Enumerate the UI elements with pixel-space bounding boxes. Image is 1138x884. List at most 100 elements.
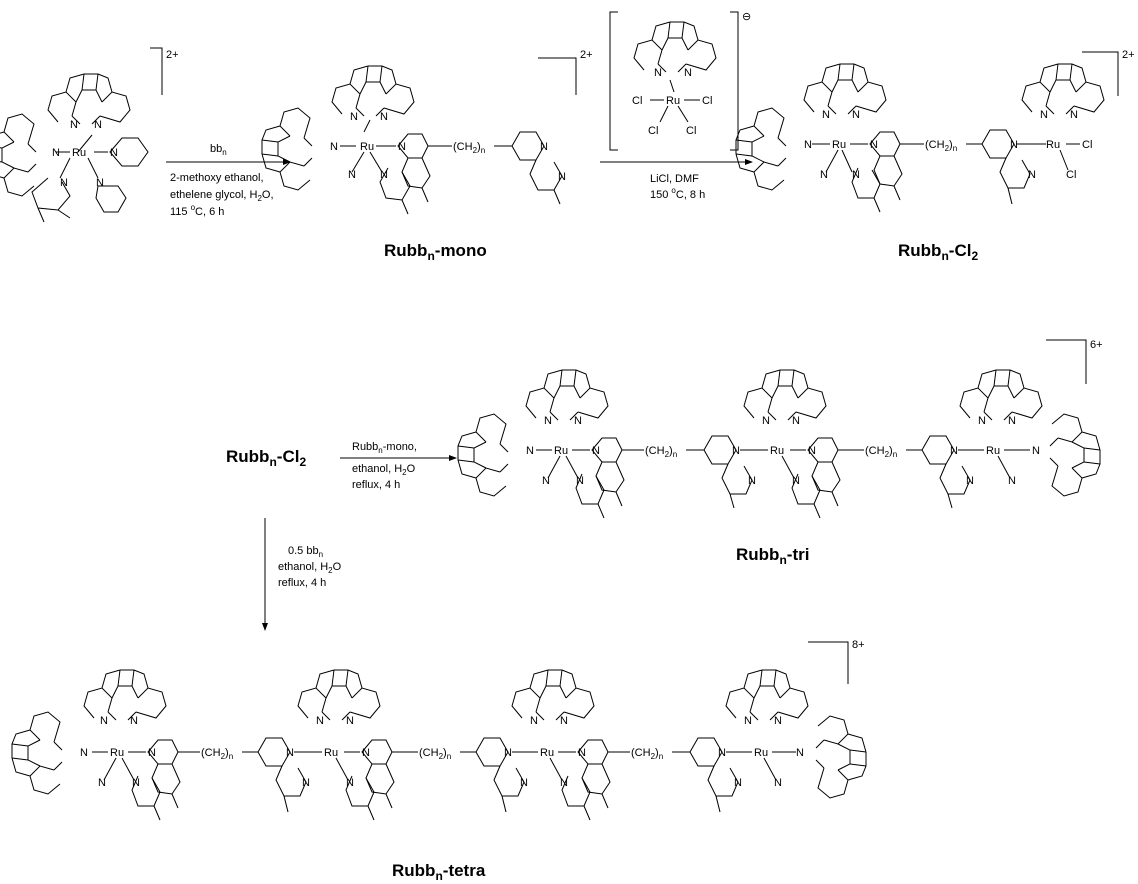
compound-name-tetra: Rubbn-tetra	[392, 861, 486, 883]
charge-label: ⊖	[742, 11, 751, 23]
n-atom: N	[852, 169, 860, 181]
svg-text:N: N	[808, 445, 816, 457]
n-atom: N	[1070, 109, 1078, 121]
svg-text:(CH2)n: (CH2)n	[645, 445, 677, 459]
linker-label: (CH2)n	[453, 141, 485, 155]
svg-text:ethanol, H2O: ethanol, H2O	[352, 463, 416, 477]
n-atom: N	[380, 111, 388, 123]
svg-text:N: N	[774, 777, 782, 789]
svg-text:Ru: Ru	[554, 445, 568, 457]
cl-atom: Cl	[648, 125, 658, 137]
svg-text:(CH2)n: (CH2)n	[631, 747, 663, 761]
n-atom: N	[110, 147, 118, 159]
tri-complex: Ru N N N N N N (CH2)n Ru N N N N N N (CH…	[457, 339, 1103, 567]
svg-text:(CH2)n: (CH2)n	[201, 747, 233, 761]
svg-text:N: N	[520, 777, 528, 789]
ru-atom: Ru	[72, 147, 86, 159]
svg-text:Ru: Ru	[754, 747, 768, 759]
svg-text:N: N	[346, 777, 354, 789]
svg-text:Ru: Ru	[770, 445, 784, 457]
n-atom: N	[330, 141, 338, 153]
svg-text:N: N	[80, 747, 88, 759]
svg-text:N: N	[718, 747, 726, 759]
svg-text:N: N	[560, 715, 568, 727]
svg-text:Ru: Ru	[110, 747, 124, 759]
svg-text:Rubbn-mono,: Rubbn-mono,	[352, 441, 417, 455]
ru-atom: Ru	[666, 95, 680, 107]
n-atom: N	[820, 169, 828, 181]
n-atom: N	[398, 141, 406, 153]
svg-text:N: N	[504, 747, 512, 759]
svg-text:N: N	[132, 777, 140, 789]
reaction-arrow-3: Rubbn-mono, ethanol, H2O reflux, 4 h	[340, 441, 457, 491]
reaction-arrow-1: bbn 2-methoxy ethanol, ethelene glycol, …	[166, 143, 291, 218]
svg-text:0.5 bbn: 0.5 bbn	[288, 545, 323, 559]
svg-text:N: N	[744, 715, 752, 727]
n-atom: N	[654, 67, 662, 79]
condition-text: 2-methoxy ethanol,	[170, 172, 264, 184]
svg-text:reflux, 4 h: reflux, 4 h	[278, 577, 326, 589]
svg-text:Ru: Ru	[986, 445, 1000, 457]
ru-atom: Ru	[832, 139, 846, 151]
svg-text:N: N	[978, 415, 986, 427]
compound-name-mono: Rubbn-mono	[384, 241, 487, 263]
n-atom: N	[70, 119, 78, 131]
svg-text:N: N	[526, 445, 534, 457]
n-atom: N	[348, 169, 356, 181]
n-atom: N	[870, 139, 878, 151]
svg-text:N: N	[1008, 475, 1016, 487]
svg-text:N: N	[130, 715, 138, 727]
compound-name-cl2: Rubbn-Cl2	[898, 241, 978, 263]
svg-text:N: N	[98, 777, 106, 789]
svg-text:N: N	[560, 777, 568, 789]
charge-label: 2+	[1122, 49, 1135, 61]
svg-text:N: N	[542, 475, 550, 487]
compound-name-cl2-start: Rubbn-Cl2	[226, 447, 306, 469]
svg-text:N: N	[792, 475, 800, 487]
condition-text: bbn	[210, 143, 227, 157]
charge-label: 2+	[580, 49, 593, 61]
n-atom: N	[350, 111, 358, 123]
charge-label: 2+	[166, 49, 179, 61]
svg-text:(CH2)n: (CH2)n	[419, 747, 451, 761]
cl-atom: Cl	[1066, 169, 1076, 181]
condition-text: ethelene glycol, H2O,	[170, 189, 274, 203]
n-atom: N	[558, 171, 566, 183]
n-atom: N	[96, 177, 104, 189]
cl2-complex: Ru N N N N N N (CH2)n Ru N N N N Cl Cl 2…	[735, 49, 1135, 263]
reaction-arrow-4: 0.5 bbn ethanol, H2O reflux, 4 h	[262, 518, 342, 631]
n-atom: N	[94, 119, 102, 131]
svg-text:N: N	[100, 715, 108, 727]
svg-text:N: N	[362, 747, 370, 759]
n-atom: N	[1040, 109, 1048, 121]
charge-label: 8+	[852, 639, 865, 651]
condition-text: LiCl, DMF	[650, 173, 699, 185]
svg-text:N: N	[732, 445, 740, 457]
n-atom: N	[822, 109, 830, 121]
compound-name-tri: Rubbn-tri	[736, 545, 809, 567]
linker-label: (CH2)n	[925, 139, 957, 153]
n-atom: N	[684, 67, 692, 79]
reagent-complex: ⊖ Ru Cl Cl Cl Cl N N	[609, 11, 751, 151]
cl-atom: Cl	[632, 95, 642, 107]
charge-label: 6+	[1090, 339, 1103, 351]
svg-text:(CH2)n: (CH2)n	[865, 445, 897, 459]
svg-text:N: N	[316, 715, 324, 727]
ru-atom: Ru	[360, 141, 374, 153]
svg-text:Ru: Ru	[540, 747, 554, 759]
svg-text:N: N	[748, 475, 756, 487]
svg-text:N: N	[302, 777, 310, 789]
mono-complex: Ru N N N N N N (CH2)n N N 2+ Rubbn-mono	[261, 49, 593, 263]
svg-text:N: N	[950, 445, 958, 457]
svg-text:N: N	[792, 415, 800, 427]
n-atom: N	[1028, 169, 1036, 181]
svg-text:N: N	[544, 415, 552, 427]
svg-text:N: N	[774, 715, 782, 727]
n-atom: N	[60, 177, 68, 189]
svg-text:N: N	[574, 415, 582, 427]
svg-text:N: N	[576, 475, 584, 487]
svg-text:N: N	[530, 715, 538, 727]
svg-text:N: N	[1032, 445, 1040, 457]
svg-text:N: N	[796, 747, 804, 759]
